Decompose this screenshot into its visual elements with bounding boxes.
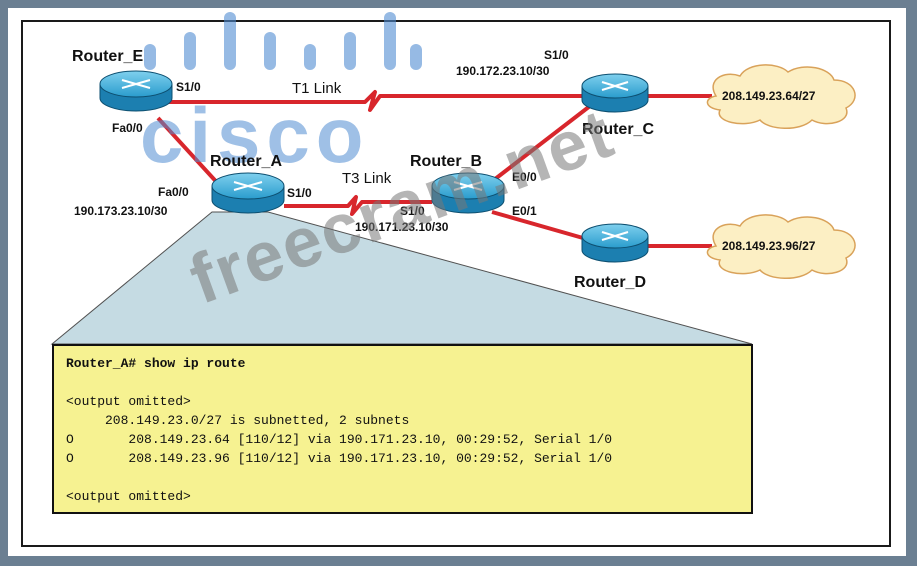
terminal-line: <output omitted> — [66, 394, 191, 409]
router-c-label: Router_C — [582, 121, 655, 138]
router-e-icon — [99, 70, 173, 112]
link-t3 — [284, 195, 432, 216]
terminal-line: O 208.149.23.64 [110/12] via 190.171.23.… — [66, 432, 613, 447]
cloud-d — [706, 214, 856, 279]
link-b-d — [491, 210, 591, 242]
router-b-icon — [431, 172, 505, 214]
iface-a-s10: S1/0 — [287, 186, 312, 200]
ip-a-fa00: 190.173.23.10/30 — [74, 204, 168, 218]
t1-link-label: T1 Link — [292, 80, 342, 97]
cloud-c — [706, 64, 856, 129]
terminal-line: Router_A# show ip route — [66, 356, 246, 371]
iface-b-s10: S1/0 — [400, 204, 425, 218]
iface-a-fa00: Fa0/0 — [158, 185, 189, 199]
ip-c-s10: 190.172.23.10/30 — [456, 64, 550, 78]
router-c-icon — [581, 73, 649, 113]
cisco-watermark: cisco — [140, 91, 370, 179]
terminal-line — [66, 373, 739, 392]
show-ip-route-output: Router_A# show ip route <output omitted>… — [52, 344, 753, 514]
ip-b-s10: 190.171.23.10/30 — [355, 220, 449, 234]
iface-b-e01: E0/1 — [512, 204, 537, 218]
router-a-label: Router_A — [210, 153, 283, 170]
link-e-a — [156, 116, 224, 190]
terminal-line: 208.149.23.0/27 is subnetted, 2 subnets — [66, 413, 410, 428]
terminal-line: <output omitted> — [66, 489, 191, 504]
router-e-label: Router_E — [72, 48, 144, 65]
iface-e-fa00: Fa0/0 — [112, 121, 143, 135]
router-d-icon — [581, 223, 649, 263]
iface-b-e00: E0/0 — [512, 170, 537, 184]
terminal-line: O 208.149.23.96 [110/12] via 190.171.23.… — [66, 451, 613, 466]
cisco-logo-bars — [144, 12, 422, 70]
cloud-d-label: 208.149.23.96/27 — [722, 239, 816, 253]
cloud-c-label: 208.149.23.64/27 — [722, 89, 816, 103]
t3-link-label: T3 Link — [342, 170, 392, 187]
router-b-label: Router_B — [410, 153, 483, 170]
iface-c-s10: S1/0 — [544, 48, 569, 62]
iface-e-s10: S1/0 — [176, 80, 201, 94]
terminal-line — [66, 468, 739, 487]
link-b-c — [484, 104, 592, 188]
router-d-label: Router_D — [574, 274, 647, 291]
router-a-icon — [211, 172, 285, 214]
figure-border — [21, 20, 891, 547]
link-t1 — [150, 90, 585, 112]
